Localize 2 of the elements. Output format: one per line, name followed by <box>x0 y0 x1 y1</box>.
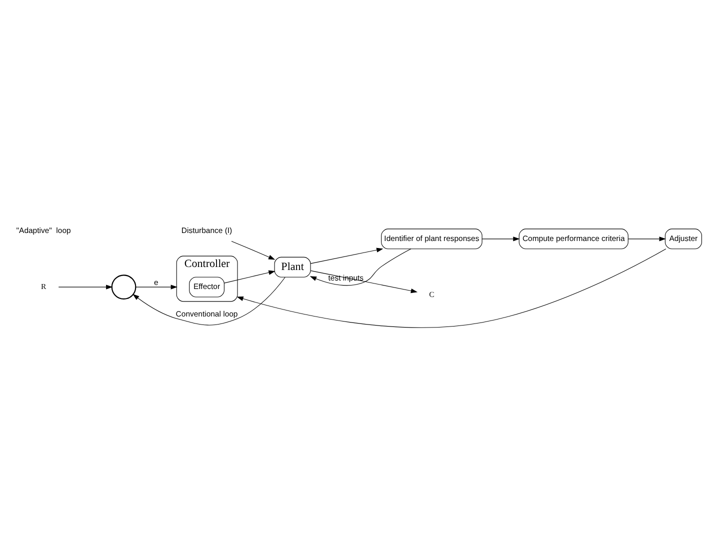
node-text: C <box>429 289 434 298</box>
node-text: R <box>40 282 46 291</box>
